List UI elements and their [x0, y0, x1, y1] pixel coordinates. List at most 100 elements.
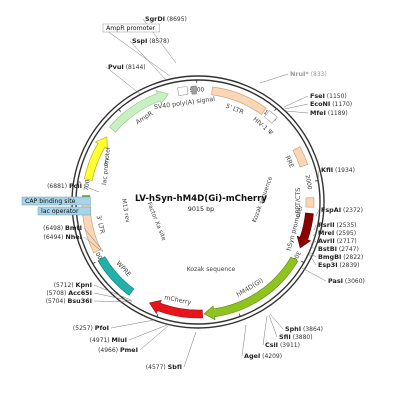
tick-mark [92, 261, 96, 265]
site-name: PciI [69, 182, 82, 190]
boxed-label: CAP binding site [25, 198, 76, 205]
tick-label: 2000 [304, 175, 313, 191]
site-leader-line [83, 236, 104, 253]
feature-rre [292, 146, 309, 168]
site-leader-line [93, 284, 132, 301]
site-leader-line [315, 209, 320, 217]
site-leader-line [83, 227, 104, 252]
site-position: (2595) [334, 230, 356, 237]
site-name: PfoI [95, 324, 109, 332]
feature-text-label: M13 rev [120, 198, 131, 224]
site-label: SspI (8578) [132, 37, 169, 45]
site-position: (6498) [43, 225, 65, 232]
site-leader-line [308, 253, 317, 266]
site-leader-line [310, 240, 317, 245]
feature-hsyn [296, 212, 314, 249]
site-label: SphI (3864) [285, 325, 323, 333]
site-label: FspAI (2372) [321, 206, 363, 214]
site-position: (1934) [333, 167, 355, 174]
site-name: MfeI [310, 109, 326, 117]
boxed-label-bg [21, 196, 91, 206]
site-label: (6498) BmtI [43, 224, 82, 232]
site-leader-line [183, 331, 197, 368]
site-boxed-name: AmpR promoter [106, 25, 156, 32]
site-position: (2717) [335, 238, 357, 245]
site-leader-line [268, 314, 278, 338]
feature-sv40pa [177, 86, 189, 97]
site-position: (8578) [147, 38, 169, 45]
tick-mark [315, 180, 319, 182]
site-leader-line [110, 319, 155, 329]
site-leader-line [269, 313, 284, 330]
site-position: (6881) [47, 183, 69, 190]
site-leader-line [102, 27, 171, 77]
site-leader-line [83, 185, 100, 193]
site-name: KpnI [76, 281, 92, 289]
plasmid-size: 9015 bp [188, 205, 214, 213]
site-position: (5257) [73, 325, 95, 332]
site-name: MreI [318, 229, 334, 237]
site-name: PvuI [108, 63, 124, 71]
feature-ltr5 [211, 86, 267, 115]
site-position: (833) [309, 71, 327, 78]
tick-mark [238, 313, 241, 317]
site-position: (4971) [90, 337, 112, 344]
site-leader-line [241, 324, 247, 357]
site-label: (5712) KpnI [54, 281, 92, 289]
site-leader-line [313, 224, 317, 231]
site-label: AvrII (2717) [318, 237, 357, 245]
site-name: FspAI [321, 206, 341, 214]
site-name: AgeI [244, 352, 260, 360]
site-name: NheI [65, 233, 82, 241]
site-position: (2839) [338, 262, 360, 269]
site-name: CsiI [265, 341, 278, 349]
site-label: RsrII (2535) [318, 221, 357, 229]
tick-mark [274, 108, 277, 112]
site-label: BmgBI (2822) [318, 253, 363, 261]
site-label: (6494) NheI [44, 233, 82, 241]
tick-mark [156, 313, 159, 318]
site-label: (5708) Acc65I [46, 289, 92, 297]
site-position: (4577) [146, 364, 168, 371]
feature-graybox [191, 85, 197, 95]
site-label: (4966) PmeI [98, 346, 138, 354]
tick-mark [118, 109, 121, 112]
boxed-label-bg [37, 206, 92, 216]
feature-ampr [109, 90, 169, 133]
site-leader-line [105, 66, 141, 95]
site-leader-line [129, 40, 167, 81]
site-leader-line [317, 169, 320, 181]
site-name: NruI* [290, 70, 309, 78]
site-name: Acc65I [68, 289, 92, 297]
site-leader-line [262, 315, 268, 346]
site-leader-line [285, 110, 309, 114]
feature-text-label: lac promoter [101, 146, 112, 185]
feature-ori [83, 136, 108, 181]
tick-label: 9000 [189, 87, 204, 93]
feature-text-label: Kozak sequence [187, 266, 236, 273]
site-position: (6494) [44, 234, 66, 241]
site-label: (4971) MluI [90, 336, 127, 344]
site-label: CsiI (3911) [265, 341, 300, 349]
tick-label: 7000 [84, 175, 92, 191]
site-position: (2747) [337, 246, 359, 253]
site-label: FseI (1150) [310, 92, 347, 100]
site-position: (2535) [335, 222, 357, 229]
site-name: Bsu36I [68, 297, 93, 305]
site-name: BstBI [318, 245, 337, 253]
site-label: PasI (3060) [328, 277, 365, 285]
site-name: RsrII [318, 221, 335, 229]
site-label: (4577) SbfI [146, 363, 182, 371]
site-name: SspI [132, 37, 147, 45]
site-leader-line [139, 325, 169, 351]
site-name: BmtI [65, 224, 82, 232]
site-name: MluI [112, 336, 127, 344]
feature-hiv [263, 110, 278, 124]
site-label: NruI* (833) [290, 70, 327, 78]
plasmid-title: LV-hSyn-hM4D(Gi)-mCherry [135, 194, 267, 204]
site-leader-line [308, 251, 317, 258]
site-label: (6881) PciI [47, 182, 82, 190]
site-leader-line [310, 246, 317, 250]
